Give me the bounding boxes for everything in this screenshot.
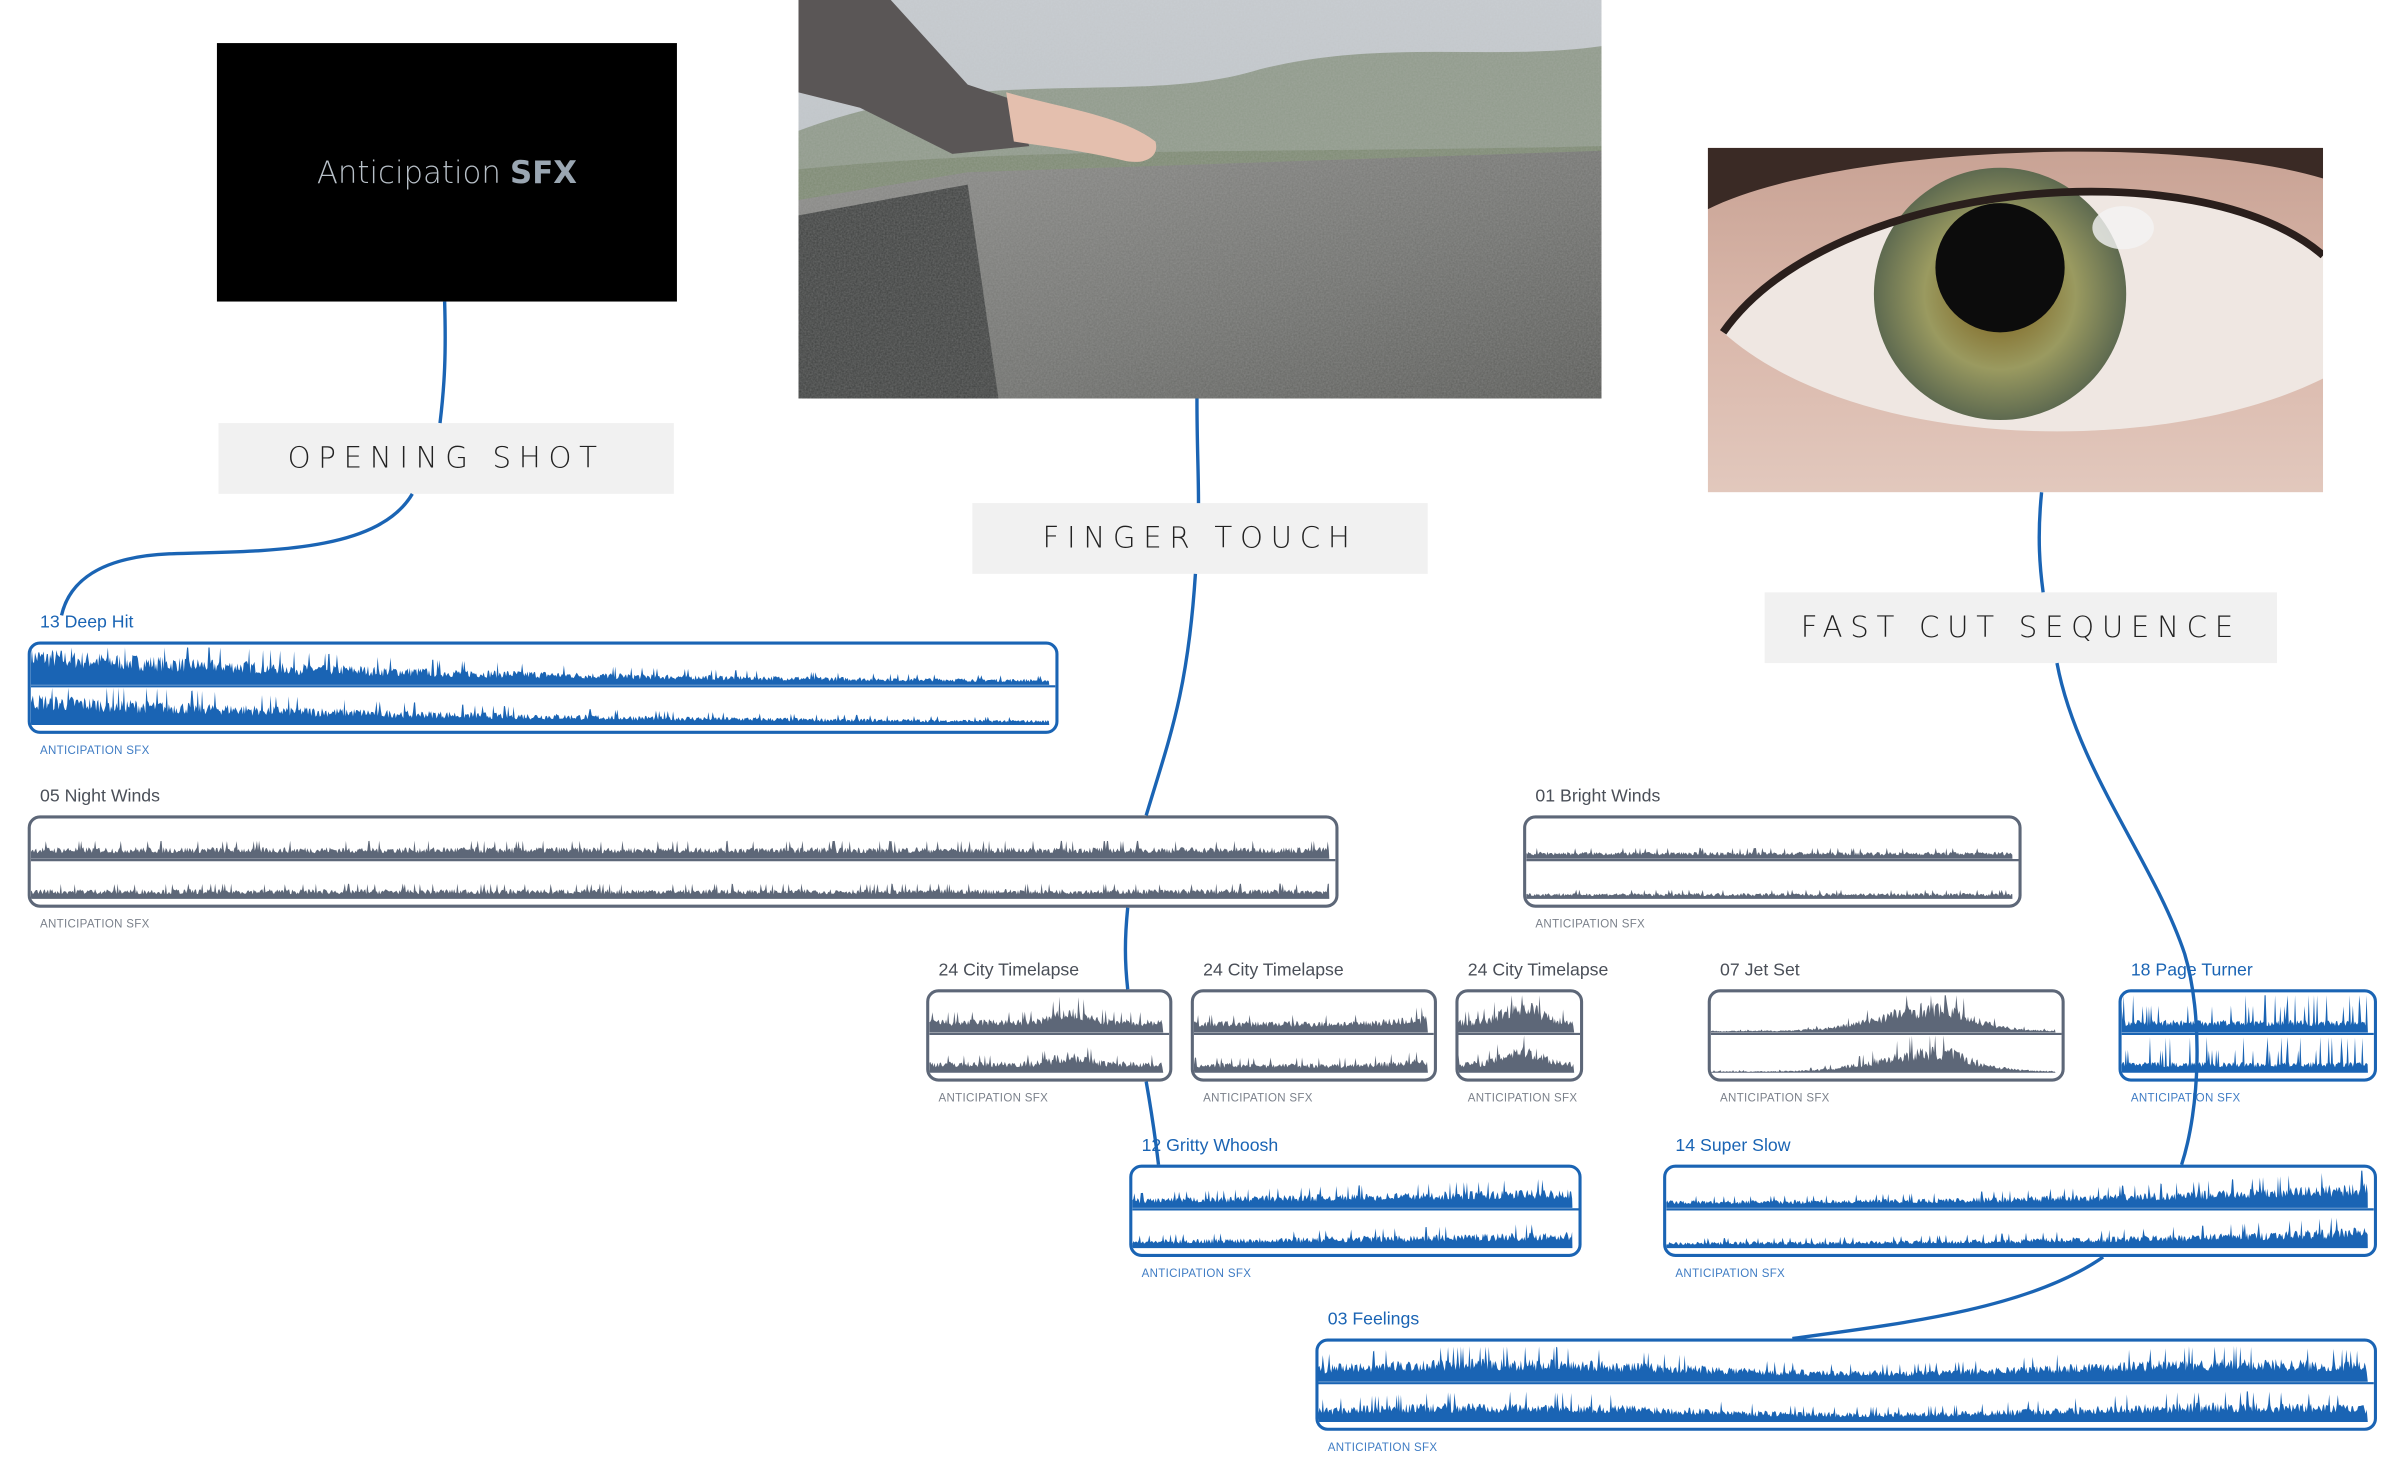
waveform: [30, 647, 1056, 726]
scene-label-text: FAST CUT SEQUENCE: [1800, 610, 2241, 645]
waveform-channel: [1458, 1035, 1575, 1073]
clip-category: ANTICIPATION SFX: [1720, 1090, 1830, 1105]
waveform-channel: [929, 1047, 1164, 1073]
waveform-channel: [1710, 1035, 2056, 1073]
waveform-channel: [1193, 1051, 1428, 1073]
clip-title[interactable]: 12 Gritty Whoosh: [1141, 1136, 1279, 1156]
waveform: [1132, 1179, 1579, 1249]
waveform-channel: [1318, 1346, 2368, 1382]
waveform: [1710, 995, 2062, 1073]
waveform-channel: [1193, 1007, 1428, 1033]
waveform-channel: [30, 840, 1330, 859]
waveform-clip[interactable]: [1707, 989, 2065, 1082]
clip-category: ANTICIPATION SFX: [938, 1090, 1049, 1105]
clip-title[interactable]: 24 City Timelapse: [1203, 961, 1344, 981]
clip-title[interactable]: 24 City Timelapse: [1467, 961, 1609, 981]
connector: [2037, 492, 2045, 593]
waveform-channel: [1132, 1224, 1573, 1249]
waveform-clip[interactable]: [1190, 989, 1437, 1082]
scene-label-text: FINGER TOUCH: [1042, 521, 1358, 556]
waveform-channel: [2121, 995, 2368, 1033]
clip-category: ANTICIPATION SFX: [1203, 1090, 1313, 1105]
connector: [438, 301, 447, 424]
clip-category: ANTICIPATION SFX: [1327, 1440, 1438, 1454]
waveform-channel: [2121, 1036, 2368, 1073]
connector: [59, 492, 414, 616]
waveform: [30, 840, 1336, 899]
clip-category: ANTICIPATION SFX: [2130, 1090, 2241, 1105]
clip-category: ANTICIPATION SFX: [1467, 1090, 1578, 1105]
waveform-clip[interactable]: [926, 989, 1173, 1082]
waveform-clip[interactable]: [2118, 989, 2377, 1082]
waveform-channel: [1666, 1217, 2368, 1249]
waveform: [1666, 1170, 2374, 1249]
waveform-clip[interactable]: [27, 641, 1059, 734]
connector: [1792, 1255, 2105, 1341]
waveform-clip[interactable]: [1663, 1164, 2377, 1257]
scene-label-opening-shot[interactable]: OPENING SHOT: [218, 423, 674, 494]
clip-title[interactable]: 01 Bright Winds: [1535, 787, 1661, 807]
waveform-channel: [1318, 1391, 2368, 1422]
clip-title[interactable]: 14 Super Slow: [1675, 1136, 1791, 1156]
waveform-channel: [1132, 1179, 1573, 1208]
fast-cut-thumbnail[interactable]: [1707, 147, 2324, 493]
waveform-clip[interactable]: [1315, 1338, 2377, 1431]
clip-category: ANTICIPATION SFX: [1141, 1266, 1252, 1281]
clip-title[interactable]: 05 Night Winds: [40, 787, 160, 807]
waveform-clip[interactable]: [1523, 815, 2022, 908]
scene-label-text: OPENING SHOT: [287, 441, 605, 476]
clip-title[interactable]: 24 City Timelapse: [938, 961, 1080, 981]
waveform-channel: [929, 996, 1164, 1033]
title-card-text: Anticipation: [316, 153, 501, 191]
clip-category: ANTICIPATION SFX: [40, 916, 150, 931]
title-card-bold: SFX: [510, 153, 577, 191]
waveform: [2121, 995, 2374, 1073]
connector: [1195, 398, 1201, 504]
clip-title[interactable]: 07 Jet Set: [1720, 961, 1800, 981]
scene-label-fast-cut-sequence[interactable]: FAST CUT SEQUENCE: [1764, 592, 2277, 664]
clip-category: ANTICIPATION SFX: [1675, 1266, 1786, 1281]
clip-title[interactable]: 18 Page Turner: [2130, 961, 2253, 981]
clip-category: ANTICIPATION SFX: [1535, 916, 1646, 931]
waveform-channel: [1710, 995, 2056, 1033]
waveform-channel: [30, 883, 1330, 899]
scene-label-finger-touch[interactable]: FINGER TOUCH: [972, 503, 1428, 574]
connector: [1144, 573, 1198, 816]
clip-title[interactable]: 03 Feelings: [1327, 1310, 1420, 1330]
waveform-clip[interactable]: [1129, 1164, 1582, 1257]
waveform-channel: [1526, 847, 2013, 859]
waveform-channel: [30, 687, 1050, 726]
waveform-channel: [1666, 1170, 2368, 1208]
waveform-channel: [30, 647, 1050, 685]
clip-category: ANTICIPATION SFX: [40, 743, 150, 757]
waveform: [1318, 1346, 2374, 1422]
connector: [2055, 662, 2199, 1166]
waveform: [1526, 847, 2019, 899]
waveform-clip[interactable]: [1455, 989, 1584, 1082]
waveform: [1458, 995, 1581, 1073]
waveform-clip[interactable]: [27, 815, 1339, 908]
finger-touch-thumbnail[interactable]: [798, 0, 1602, 399]
waveform-channel: [1526, 889, 2013, 899]
clip-title[interactable]: 13 Deep Hit: [40, 613, 134, 633]
waveform-channel: [1458, 995, 1575, 1033]
waveform: [1193, 1007, 1434, 1073]
connector: [1123, 907, 1130, 990]
waveform: [929, 996, 1170, 1073]
